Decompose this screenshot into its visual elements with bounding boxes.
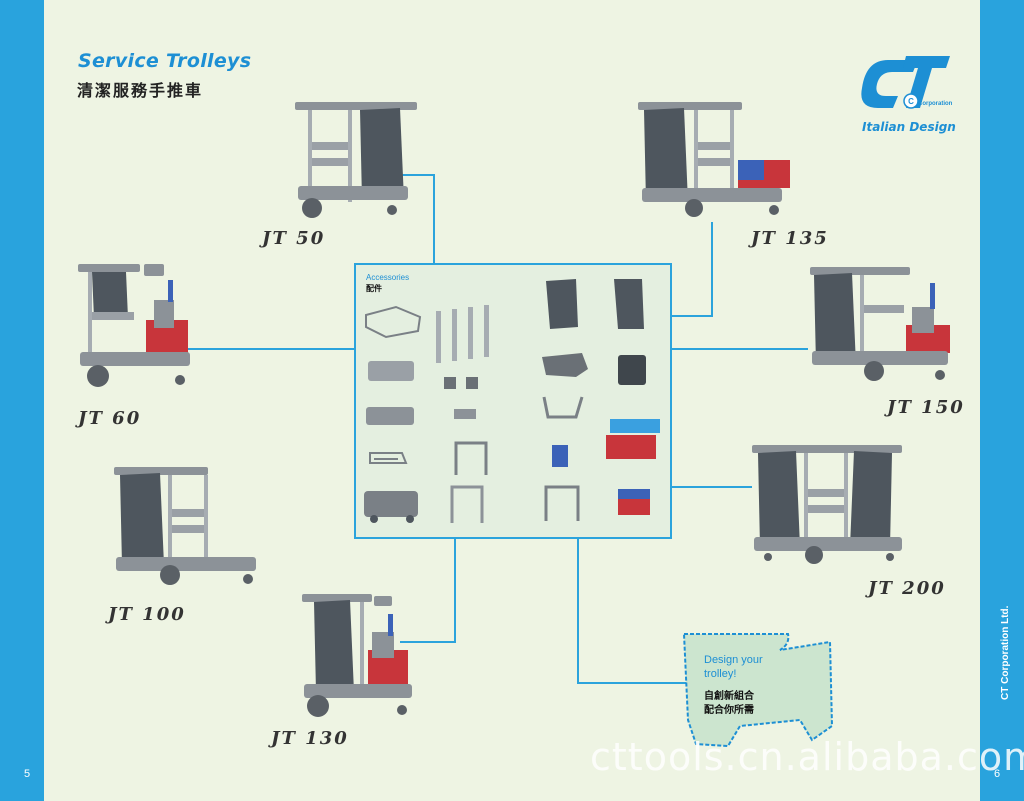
accessory-pole-2	[452, 309, 457, 361]
accessories-title-zh: 配件	[366, 284, 382, 293]
page-number-right: 6	[994, 768, 1001, 780]
trolley-image-jt150	[810, 267, 950, 381]
ct-logo: C Corporation	[861, 56, 953, 109]
model-label-jt150: JT 150	[887, 397, 965, 418]
model-label-jt200: JT 200	[868, 578, 946, 599]
accessory-blue-tray	[610, 419, 660, 433]
design-your-trolley-callout	[682, 633, 834, 748]
svg-text:C: C	[908, 97, 914, 106]
accessories-title-en: Accessories	[366, 273, 410, 282]
watermark-text: cttools.cn.alibaba.com	[590, 735, 1024, 779]
accessory-frame-2	[450, 485, 484, 523]
model-label-jt50: JT 50	[262, 228, 326, 249]
accessory-frame-1	[454, 441, 488, 475]
trolley-image-jt135	[638, 102, 790, 217]
design-zh-line-2: 配合你所需	[704, 705, 754, 716]
accessory-platform	[364, 491, 418, 517]
logo-tagline: Italian Design	[862, 120, 956, 134]
design-zh-line-1: 自創新組合	[704, 691, 754, 702]
model-label-jt130: JT 130	[271, 728, 349, 749]
accessory-bracket	[454, 409, 476, 419]
accessory-bin	[618, 355, 646, 385]
accessory-bag-1	[546, 279, 578, 329]
model-label-jt135: JT 135	[751, 228, 829, 249]
accessory-pole-3	[468, 307, 473, 359]
design-callout-text-en: Design your trolley!	[704, 653, 794, 681]
accessories-images	[364, 279, 660, 523]
logo-corp-text: Corporation	[918, 101, 953, 107]
design-line-1: Design your	[704, 654, 763, 666]
accessory-rack	[365, 305, 422, 339]
trolley-image-jt200	[752, 445, 902, 564]
accessories-panel: Accessories 配件	[354, 263, 672, 539]
accessory-handle	[542, 396, 584, 419]
accessory-pole-4	[484, 305, 489, 357]
trolley-image-jt50	[295, 102, 417, 218]
accessory-wringer	[552, 445, 568, 467]
page-title-en: Service Trolleys	[78, 50, 252, 72]
page-title-zh: 清潔服務手推車	[77, 81, 204, 100]
accessory-clip-2	[466, 377, 478, 389]
model-label-jt100: JT 100	[108, 604, 186, 625]
accessory-clip-1	[444, 377, 456, 389]
trolley-image-jt60	[78, 264, 190, 387]
accessory-pole-1	[436, 311, 441, 363]
page-number-left: 5	[24, 768, 31, 780]
design-line-2: trolley!	[704, 668, 737, 680]
trolley-image-jt100	[114, 467, 256, 585]
accessory-lid	[542, 353, 588, 377]
model-label-jt60: JT 60	[78, 408, 142, 429]
accessory-holder	[369, 452, 408, 464]
accessory-tray-2	[366, 407, 414, 425]
accessory-bag-2	[614, 279, 644, 329]
accessory-frame-3	[544, 485, 580, 521]
design-callout-text-zh: 自創新組合 配合你所需	[704, 690, 754, 718]
trolley-image-jt130	[302, 594, 412, 717]
accessory-tray-1	[368, 361, 414, 381]
accessory-red-bucket-large	[606, 435, 656, 459]
